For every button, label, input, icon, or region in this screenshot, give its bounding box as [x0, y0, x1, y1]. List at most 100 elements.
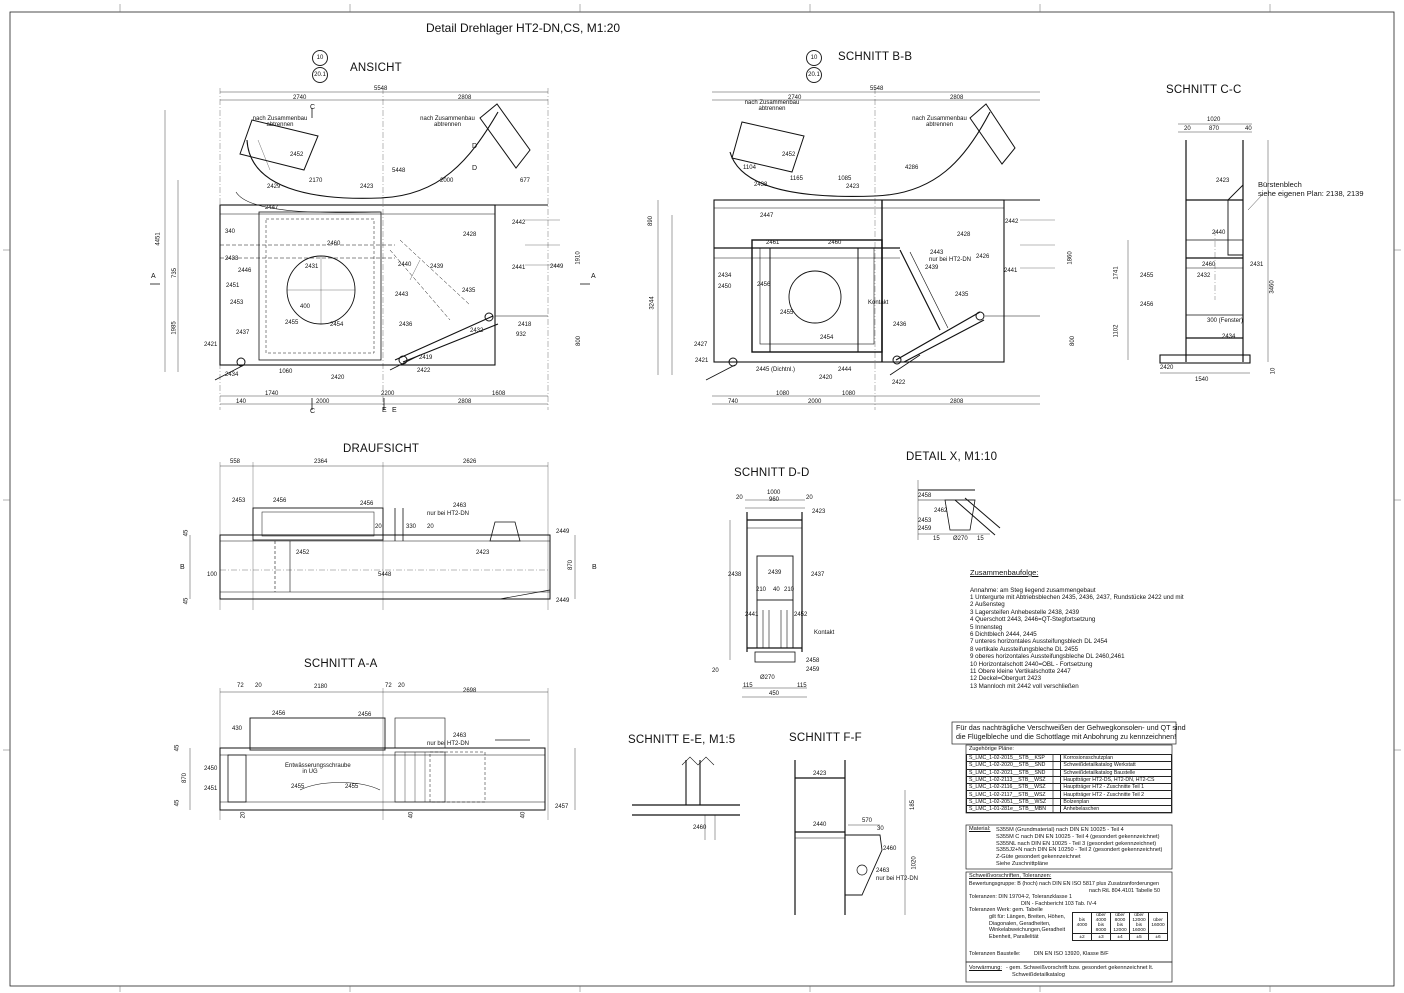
draufsicht-dim-20b: 20: [427, 524, 434, 530]
plan-id: S_LMC_1-01-281e__STB__MBN: [965, 805, 1062, 814]
aa-dim-20b: 20: [398, 683, 405, 689]
plan-id: S_LMC_1-02-2015__STB__KSP: [965, 753, 1062, 763]
ansicht-part-2452: 2452: [290, 152, 304, 158]
cc-dim-1102: 1102: [1113, 324, 1120, 338]
bb-dim-left: 2740: [788, 95, 802, 101]
preheat-label: Vorwärmung:: [969, 965, 1002, 971]
bb-part-2443: 2443: [930, 250, 944, 256]
ff-note-bolt: nur bei HT2-DN: [876, 876, 919, 882]
bb-part-2444: 2444: [838, 367, 852, 373]
draufsicht-section-b-right: B: [592, 564, 597, 571]
cc-label-fenster: 300 (Fenster): [1207, 318, 1244, 324]
detail-x-part-2453: 2453: [918, 518, 932, 524]
zusammenbau-step: 1 Untergurte mit Abtriebsblechen 2435, 2…: [970, 594, 1184, 601]
cc-part-2456: 2456: [1140, 302, 1154, 308]
schnitt-bb-view: [657, 88, 1055, 410]
zusammenbau-step: 12 Deckel=Obergurt 2423: [970, 675, 1042, 683]
cc-label-buersten: Bürstenblech: [1258, 180, 1302, 189]
ansicht-dim-bottom-3: 2000: [316, 399, 330, 405]
zusammenbau-step: 11 Obere kleine Vertikalschotte 2447: [970, 668, 1071, 676]
aa-dim-40a: 40: [408, 811, 415, 819]
ansicht-dim-735: 735: [172, 267, 179, 279]
ansicht-dim-340: 340: [225, 229, 236, 235]
zusammenbau-step: 2 Außensteg: [970, 601, 1005, 609]
welding-lines: Bewertungsgruppe: B (hoch) nach DIN EN I…: [969, 881, 1160, 940]
aa-part-2455b: 2455: [345, 784, 359, 790]
bb-part-2421: 2421: [695, 358, 709, 364]
tol-value: ±4: [1110, 932, 1130, 942]
ff-part-2423: 2423: [813, 771, 827, 777]
cc-dim-870: 870: [1209, 126, 1220, 132]
cc-part-2431: 2431: [1250, 262, 1264, 268]
ansicht-dim-5448: 5448: [392, 168, 406, 174]
material-line: Z-Güte gesondert gekennzeichnet: [996, 854, 1081, 861]
welding-label: Schweißvorschriften, Toleranzen:: [969, 873, 1052, 879]
ansicht-part-2451: 2451: [226, 283, 240, 289]
zusammenbau-step: 5 Innensteg: [970, 623, 1003, 631]
welding-line: Diagonalen, Geradheiten,: [989, 920, 1051, 927]
bb-part-2435: 2435: [955, 292, 969, 298]
bb-note-bolt: nur bei HT2-DN: [929, 257, 972, 263]
zusammenbau-step: 9 oberes horizontales Aussteifungsbleche…: [970, 653, 1125, 661]
ansicht-dim-2000: 2000: [440, 178, 454, 184]
bb-part-2454: 2454: [820, 335, 834, 341]
view-title-schnitt-aa: SCHNITT A-A: [304, 658, 378, 670]
zusammenbau-step: 10 Horizontalschott 2440=OBL - Fortsetzu…: [970, 660, 1093, 668]
tol-value: ±5: [1129, 932, 1149, 942]
bb-dim-bottom-3: 2000: [808, 399, 822, 405]
draufsicht-part-2423: 2423: [476, 550, 490, 556]
draufsicht-dim-2364: 2364: [314, 459, 328, 465]
aa-part-2457: 2457: [555, 804, 569, 810]
bb-part-2434: 2434: [718, 273, 732, 279]
ansicht-part-2418: 2418: [518, 322, 532, 328]
bb-part-2445: 2445 (Dichtnl.): [756, 367, 796, 373]
plan-title: Schweißdetailkatalog Werkstatt: [1060, 761, 1172, 770]
table-row: ±2 ±3 ±4 ±5 ±6: [1072, 932, 1168, 942]
aa-note-drain: Entwässerungsschraube in UG: [285, 763, 351, 775]
schnitt-ee-view: [632, 756, 740, 840]
detail-x-dim-15b: 15: [977, 536, 984, 542]
plan-id: S_LMC_1-02-2113__STB__WSZ: [965, 775, 1062, 785]
bb-part-2452: 2452: [782, 152, 796, 158]
ansicht-part-2434: 2434: [225, 372, 239, 378]
bb-dim-890: 890: [648, 215, 655, 227]
plan-title: Korrosionsschutzplan: [1060, 753, 1172, 763]
view-title-schnitt-bb: SCHNITT B-B: [838, 51, 913, 63]
material-line: S355M C nach DIN EN 10025 - Teil 4 (geso…: [996, 833, 1160, 840]
zusammenbau-step: 13 Mannloch mit 2442 voll verschließen: [970, 682, 1079, 690]
bb-dim-1860: 1860: [1067, 251, 1074, 265]
plan-id: S_LMC_1-02-2117__STB__WSZ: [965, 790, 1062, 799]
tol-header: über 8000 bis 12000: [1110, 912, 1130, 934]
welding-line: Toleranzen Werk: gem. Tabelle: [969, 907, 1043, 914]
plan-title: Bolzenplan: [1060, 797, 1172, 807]
plan-title: Anhebelaschen: [1060, 805, 1172, 814]
aa-part-2456a: 2456: [272, 711, 286, 717]
detail-x-part-2458: 2458: [918, 493, 932, 499]
detail-x-part-2459: 2459: [918, 526, 932, 532]
ansicht-part-2443: 2443: [395, 292, 409, 298]
welding-line: gilt für: Längen, Breiten, Höhen,: [989, 913, 1066, 920]
ff-dim-1020: 1020: [911, 856, 918, 870]
cc-part-2440: 2440: [1212, 230, 1226, 236]
cc-part-2420: 2420: [1160, 365, 1174, 371]
dd-dim-40: 40: [773, 587, 780, 593]
ansicht-section-d-top: D: [472, 143, 478, 150]
bb-part-2450: 2450: [718, 284, 732, 290]
welding-line: DIN - Fachbericht 103 Tab. IV-4: [1021, 900, 1097, 907]
dd-dim-20c: 20: [712, 668, 719, 674]
welding-line: Ebenheit, Parallelität: [989, 933, 1039, 940]
draufsicht-dim-45a: 45: [183, 529, 190, 537]
bb-label-kontakt: Kontakt: [868, 300, 889, 306]
aa-part-2455a: 2455: [291, 784, 305, 790]
bb-part-2461: 2461: [766, 240, 780, 246]
preheat-line-1: - gem. Schweißvorschrift bzw. gesondert …: [1006, 965, 1154, 971]
ansicht-dim-1910: 1910: [575, 251, 582, 265]
table-row: bis 4000 über 4000 bis 8000 über 8000 bi…: [1072, 912, 1168, 934]
ansicht-section-c-top: C: [310, 104, 316, 111]
draufsicht-dim-870: 870: [568, 559, 575, 571]
dd-part-2459: 2459: [806, 667, 820, 673]
cc-part-2455: 2455: [1140, 273, 1154, 279]
ansicht-section-e-top: E: [382, 407, 387, 414]
bb-dim-1085: 1085: [838, 176, 852, 182]
